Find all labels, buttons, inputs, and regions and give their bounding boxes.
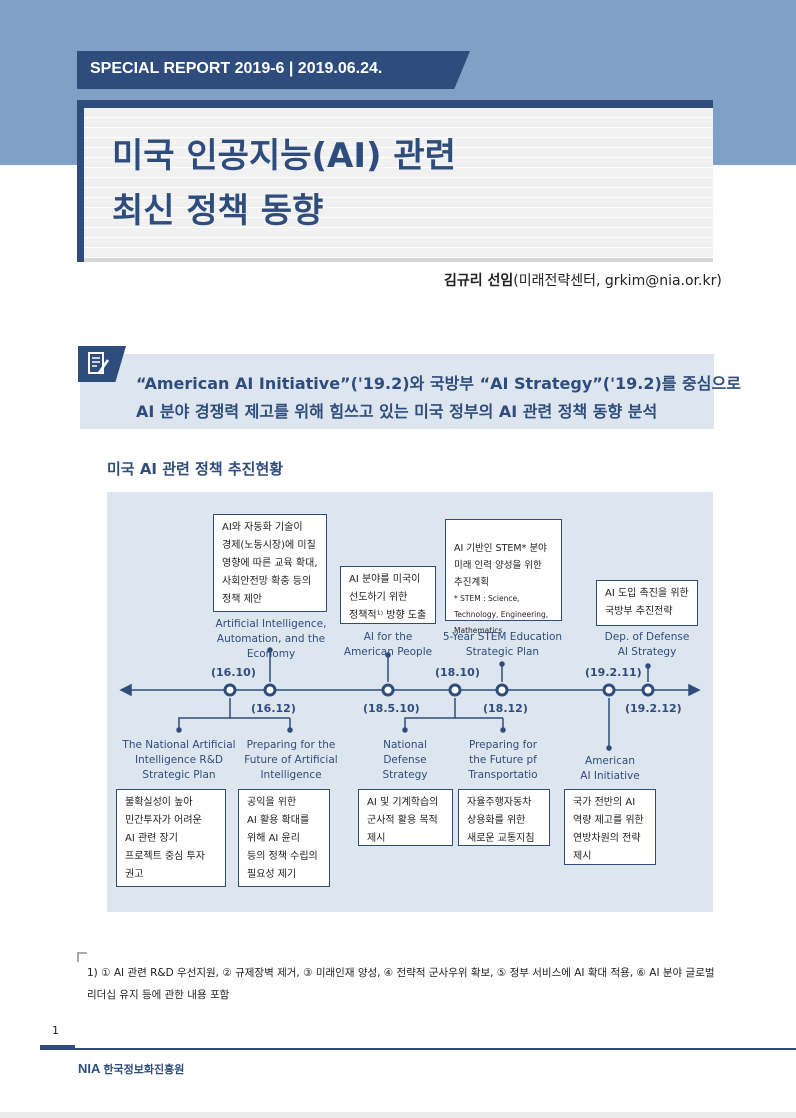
date-18-5-10: (18.5.10) <box>363 702 420 715</box>
desc-stem-plan-text: AI 기반인 STEM* 분야 미래 인력 양성을 위한 추진계획 <box>454 543 547 588</box>
node-19-2-11 <box>602 683 616 697</box>
author-affiliation: (미래전략센터, grkim@nia.or.kr) <box>513 273 722 289</box>
axis-arrow-right <box>688 683 701 697</box>
event-rd-strategic-plan: The National Artificial Intelligence R&D… <box>122 739 236 781</box>
date-18-10: (18.10) <box>435 666 480 679</box>
desc-future-transportation: 자율주행자동차 상용화를 위한 새로운 교통지침 <box>458 789 550 846</box>
date-19-2-12: (19.2.12) <box>625 702 682 715</box>
event-ai-american-people: AI for the American People <box>343 631 433 658</box>
date-19-2-11: (19.2.11) <box>585 666 642 679</box>
footnote: 1) ① AI 관련 R&D 우선지원, ② 규제장벽 제거, ③ 미래인재 양… <box>87 967 715 1001</box>
desc-national-defense: AI 및 기계학습의 군사적 활용 목적 제시 <box>358 789 453 846</box>
event-national-defense: National Defense Strategy <box>382 739 428 781</box>
desc-american-ai-initiative: 국가 전반의 AI 역량 제고를 위한 연방차원의 전략 제시 <box>564 789 656 865</box>
event-preparing-future-ai: Preparing for the Future of Artificial I… <box>244 739 338 781</box>
date-16-12: (16.12) <box>251 702 296 715</box>
desc-dod-ai-strategy: AI 도입 촉진을 위한 국방부 추진전략 <box>596 580 698 626</box>
page-title-line-2: 최신 정책 동향 <box>112 191 324 231</box>
desc-ai-american-people: AI 분야를 미국이 선도하기 위한 정책적¹⁾ 방향 도출 <box>340 566 436 624</box>
event-automation-economy: Artificial Intelligence, Automation, and… <box>215 618 327 660</box>
desc-rd-strategic-plan: 불확실성이 높아 민간투자가 어려운 AI 관련 장기 프로젝트 중심 투자 권… <box>116 789 226 887</box>
event-dod-ai-strategy: Dep. of Defense AI Strategy <box>604 631 690 658</box>
event-american-ai-initiative: American AI Initiative <box>580 755 640 782</box>
timeline-connectors <box>119 647 701 751</box>
title-box <box>84 108 713 262</box>
event-stem-plan: 5-Year STEM Education Strategic Plan <box>442 631 563 658</box>
bottom-strip <box>0 1112 796 1118</box>
axis-arrow-left <box>119 683 132 697</box>
node-16-10 <box>223 683 237 697</box>
node-18-5-10 <box>381 683 395 697</box>
timeline-diagram: AI와 자동화 기술이 경제(노동시장)에 미칠 영향에 따른 교육 확대, 사… <box>107 492 713 912</box>
node-18-10 <box>448 683 462 697</box>
summary-line-2: AI 분야 경쟁력 제고를 위해 힘쓰고 있는 미국 정부의 AI 관련 정책 … <box>136 402 658 421</box>
footnote-corner-mark <box>77 952 87 962</box>
desc-stem-plan: AI 기반인 STEM* 분야 미래 인력 양성을 위한 추진계획 * STEM… <box>445 519 562 635</box>
page-title-line-1: 미국 인공지능(AI) 관련 <box>112 136 456 176</box>
node-19-2-12 <box>641 683 655 697</box>
desc-preparing-future-ai: 공익을 위한 AI 활용 확대를 위해 AI 윤리 등의 정책 수립의 필요성 … <box>238 789 330 887</box>
footer-rule-accent <box>40 1045 75 1050</box>
date-16-10: (16.10) <box>211 666 256 679</box>
summary-box <box>80 354 714 429</box>
stem-footnote: * STEM : Science, Technology, Engineerin… <box>454 594 549 635</box>
author-line: 김규리 선임(미래전략센터, grkim@nia.or.kr) <box>444 270 722 290</box>
node-16-12 <box>263 683 277 697</box>
author-name: 김규리 선임 <box>444 273 514 289</box>
footer-rule <box>40 1048 796 1050</box>
org-name: 한국정보화진흥원 <box>103 1063 185 1076</box>
node-18-12 <box>495 683 509 697</box>
section-title: 미국 AI 관련 정책 추진현황 <box>107 460 284 478</box>
page-number: 1 <box>52 1024 59 1037</box>
summary-line-1: “American AI Initiative”('19.2)와 국방부 “AI… <box>136 374 741 393</box>
desc-automation-economy: AI와 자동화 기술이 경제(노동시장)에 미칠 영향에 따른 교육 확대, 사… <box>213 514 327 612</box>
date-18-12: (18.12) <box>483 702 528 715</box>
report-label-bar: SPECIAL REPORT 2019-6 | 2019.06.24. <box>77 51 470 89</box>
report-label: SPECIAL REPORT 2019-6 | 2019.06.24. <box>90 60 383 77</box>
nia-logo: NIA <box>78 1061 101 1076</box>
event-future-transportation: Preparing for the Future pf Transportati… <box>468 739 538 781</box>
